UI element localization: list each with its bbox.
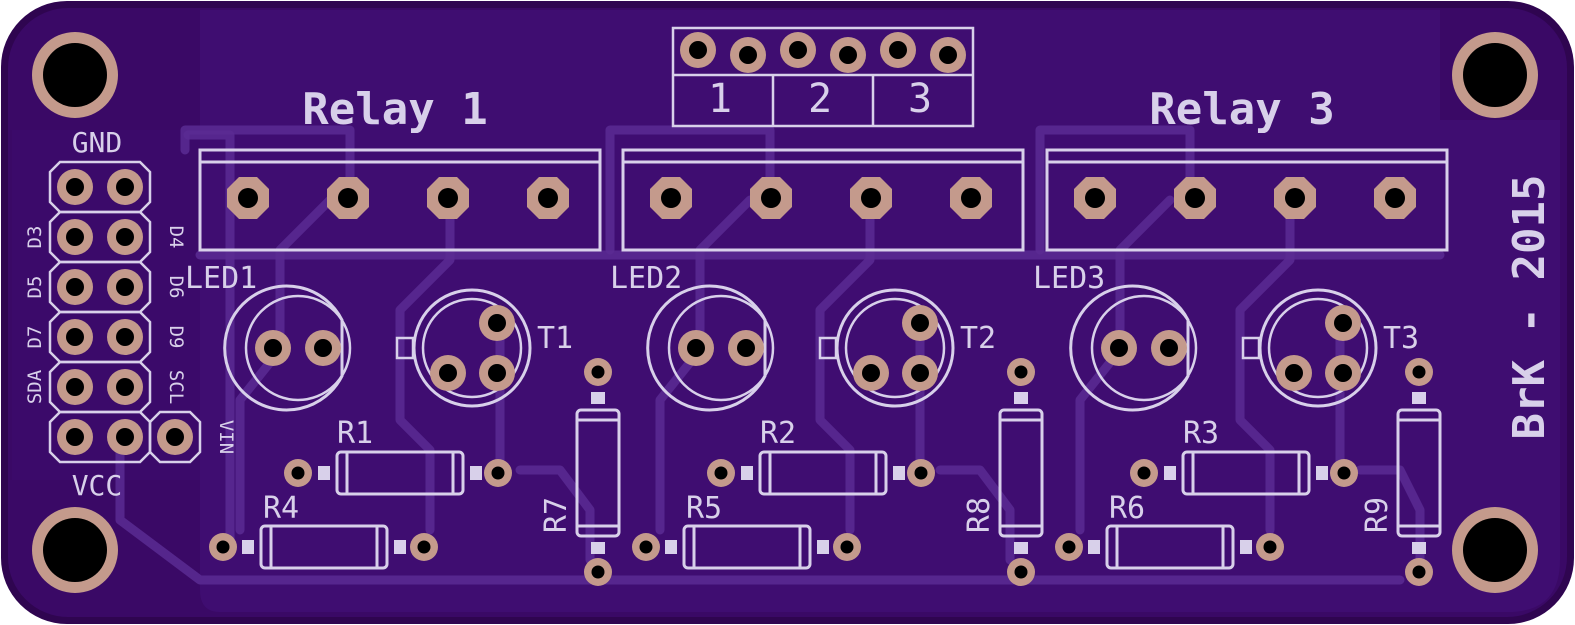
header-left-label-sda: SDA: [24, 369, 46, 404]
header-left-label-d7: D7: [24, 326, 46, 349]
resistor-r3-label: R3: [1183, 416, 1219, 451]
mount-hole-bottom-left: [32, 507, 118, 593]
resistor-r1-label: R1: [337, 416, 373, 451]
relay-3-terminal: [1045, 148, 1449, 252]
resistor-r2: [707, 450, 935, 496]
led-3: [1069, 284, 1198, 412]
transistor-2-label: T2: [960, 321, 996, 356]
led-3-label: LED3: [1033, 261, 1105, 296]
header-right-label-d4: D4: [165, 226, 187, 249]
header-right-label-d6: D6: [165, 276, 187, 299]
transistor-3-label: T3: [1383, 321, 1419, 356]
header-vcc-label: VCC: [72, 469, 123, 502]
led-2-label: LED2: [610, 261, 682, 296]
header-left-label-d5: D5: [24, 276, 46, 299]
resistor-r6-label: R6: [1109, 491, 1145, 526]
relay-1-terminal: [198, 148, 602, 252]
top-connector-label-3: 3: [908, 76, 932, 122]
top-connector-label-2: 2: [808, 76, 832, 122]
board-credit-label: BrK - 2015: [1504, 175, 1555, 440]
led-1-label: LED1: [185, 261, 257, 296]
led-1: [223, 284, 352, 412]
resistor-r4-label: R4: [263, 491, 299, 526]
resistor-r5-label: R5: [686, 491, 722, 526]
resistor-r8-label: R8: [962, 497, 997, 533]
top-connector: [671, 26, 975, 128]
relay-1-label: Relay 1: [302, 84, 487, 135]
transistor-3: [1241, 288, 1378, 408]
resistor-r9-label: R9: [1360, 497, 1395, 533]
header-left-label-d3: D3: [24, 226, 46, 249]
resistor-r7: [575, 358, 621, 586]
mount-hole-top-left: [32, 32, 118, 118]
relay-3-label: Relay 3: [1149, 84, 1334, 135]
transistor-1: [395, 288, 532, 408]
mount-hole-bottom-right: [1452, 507, 1538, 593]
transistor-1-label: T1: [537, 321, 573, 356]
led-2: [646, 284, 775, 412]
resistor-r2-label: R2: [760, 416, 796, 451]
resistor-r9: [1396, 358, 1442, 586]
resistor-r1: [284, 450, 512, 496]
relay-2-terminal: [621, 148, 1025, 252]
resistor-r3: [1130, 450, 1358, 496]
resistor-r7-label: R7: [539, 497, 574, 533]
mount-hole-top-right: [1452, 32, 1538, 118]
top-connector-label-1: 1: [708, 76, 732, 122]
transistor-2: [818, 288, 955, 408]
header-gnd-label: GND: [72, 126, 123, 159]
header-right-label-d9: D9: [165, 326, 187, 349]
header-right-label-scl: SCL: [165, 370, 187, 404]
resistor-r4: [209, 524, 438, 570]
header-right-label-vin: VIN: [215, 420, 237, 454]
pin-header: [48, 160, 202, 464]
resistor-r5: [632, 524, 861, 570]
resistor-r8: [998, 358, 1044, 586]
resistor-r6: [1055, 524, 1284, 570]
